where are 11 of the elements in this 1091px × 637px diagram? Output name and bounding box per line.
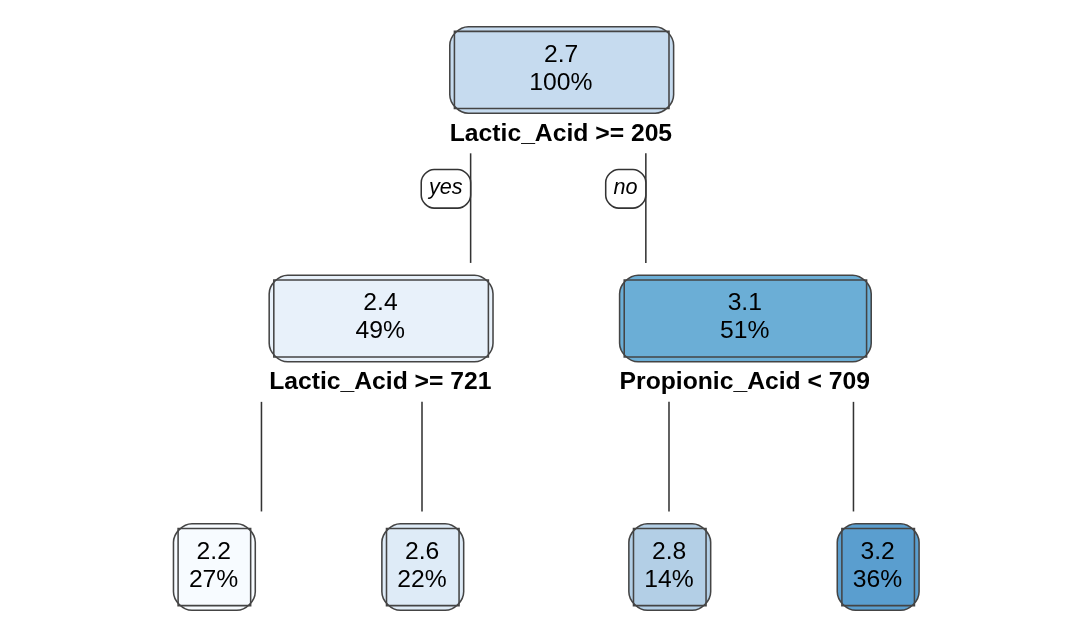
- connector: [668, 401, 670, 513]
- connector: [421, 401, 423, 513]
- connector: [852, 401, 855, 513]
- connector: [260, 401, 263, 513]
- node-label: Lactic_Acid >= 205: [449, 118, 673, 146]
- connector: [469, 152, 472, 264]
- edge-label: yes: [428, 173, 463, 199]
- connector: [645, 152, 647, 264]
- edge-label: no: [613, 173, 638, 199]
- node-label: Lactic_Acid >= 721: [269, 367, 492, 395]
- node-label: Propionic_Acid < 709: [619, 367, 870, 395]
